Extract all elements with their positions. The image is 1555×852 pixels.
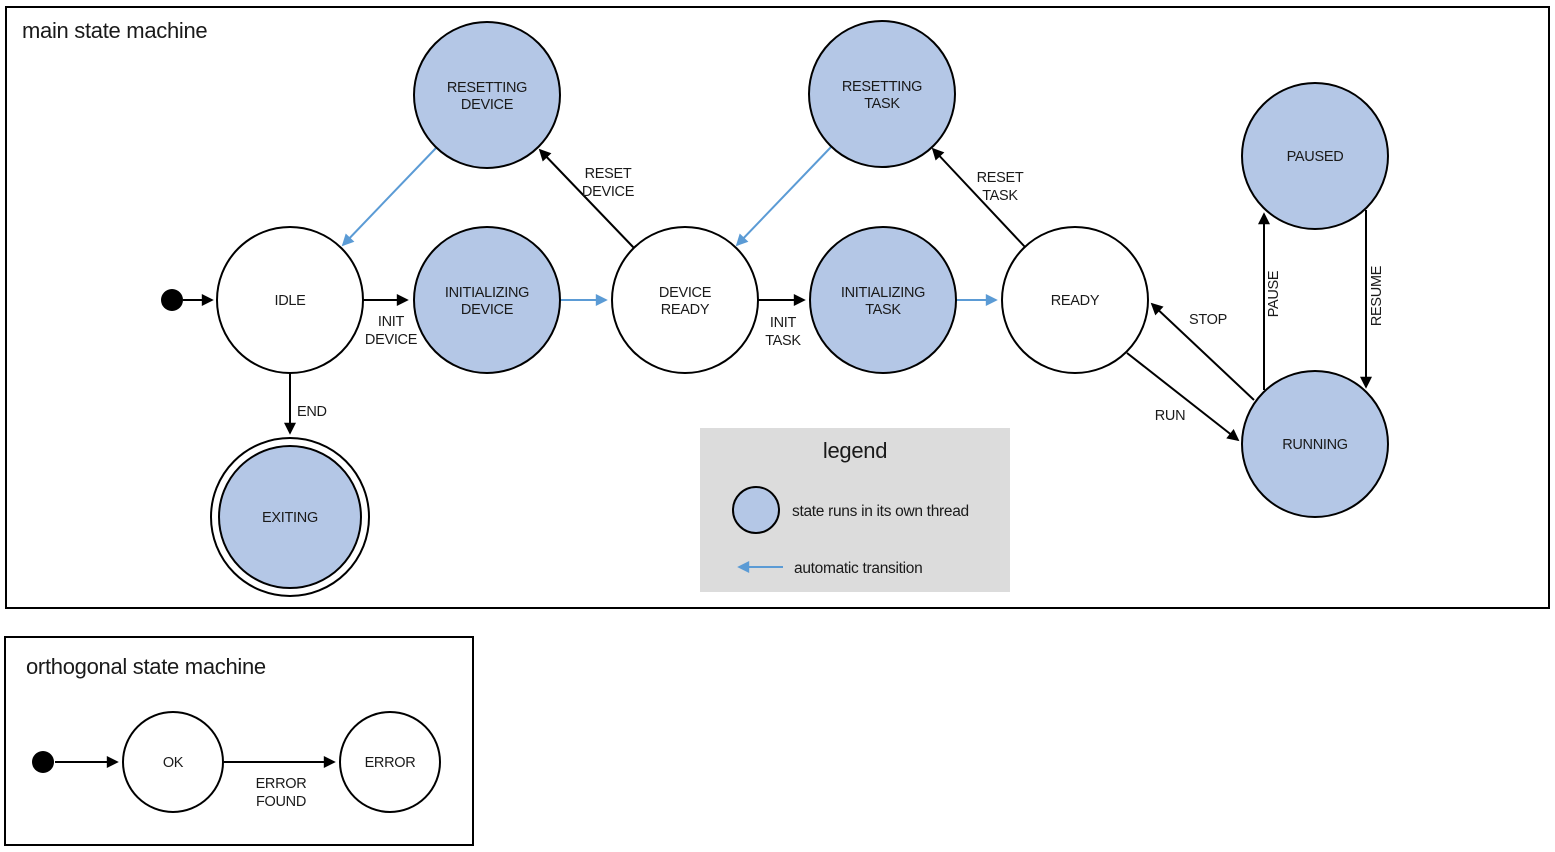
- edge-label-init-task-line1: INIT: [770, 315, 797, 331]
- legend-automatic-label: automatic transition: [794, 560, 922, 577]
- state-label: DEVICE: [659, 285, 712, 301]
- initial-state-dot: [161, 289, 183, 311]
- state-label: RESETTING: [447, 80, 527, 96]
- state-label: RESETTING: [842, 79, 922, 95]
- edge-label-stop: STOP: [1189, 312, 1227, 328]
- state-label: EXITING: [262, 510, 318, 526]
- state-ready: READY: [1001, 226, 1149, 374]
- state-circle: [808, 20, 956, 168]
- state-label: DEVICE: [461, 97, 514, 113]
- edge-label-pause: PAUSE: [1266, 270, 1282, 317]
- state-circle: [413, 21, 561, 169]
- state-circle: [1241, 82, 1389, 230]
- legend: legend state runs in its own thread auto…: [700, 428, 1010, 592]
- edge-resetting-task-to-device-ready-auto: [735, 146, 832, 247]
- edge-running-to-ready: [1150, 302, 1255, 401]
- state-circle: [339, 711, 441, 813]
- state-label: PAUSED: [1287, 149, 1344, 165]
- edge-ready-to-running: [1126, 352, 1240, 442]
- edge-label-resume: RESUME: [1369, 265, 1385, 326]
- state-label: RUNNING: [1282, 437, 1348, 453]
- state-circle: [1241, 370, 1389, 518]
- edge-label-error-found-line1: ERROR: [256, 776, 307, 792]
- state-circle: [413, 226, 561, 374]
- edge-label-error-found-line2: FOUND: [256, 794, 306, 810]
- edge-label-init-device-line2: DEVICE: [365, 332, 418, 348]
- main-state-machine-panel: main state machine INIT DEVICE RESET DEV…: [5, 6, 1550, 609]
- state-circle: [216, 226, 364, 374]
- state-label: IDLE: [274, 293, 306, 309]
- legend-threaded-state-icon: [732, 486, 780, 534]
- state-label: OK: [163, 755, 184, 771]
- state-exiting-final: EXITING: [210, 437, 370, 597]
- state-label: INITIALIZING: [445, 285, 529, 301]
- edge-label-reset-task-line1: RESET: [977, 170, 1024, 186]
- state-label: READY: [1051, 293, 1100, 309]
- orthogonal-panel-title: orthogonal state machine: [26, 654, 266, 679]
- state-circle: [122, 711, 224, 813]
- edge-label-end: END: [297, 404, 327, 420]
- state-label: INITIALIZING: [841, 285, 925, 301]
- state-label: READY: [661, 302, 710, 318]
- edge-label-init-task-line2: TASK: [765, 333, 801, 349]
- edge-label-reset-device-line2: DEVICE: [582, 184, 635, 200]
- state-label: TASK: [864, 96, 900, 112]
- edge-label-reset-task-line2: TASK: [982, 188, 1018, 204]
- state-circle: [1001, 226, 1149, 374]
- state-resetting-device: RESETTING DEVICE: [413, 21, 561, 169]
- edge-ready-to-resetting-task: [931, 147, 1026, 248]
- state-paused: PAUSED: [1241, 82, 1389, 230]
- edge-label-run: RUN: [1155, 408, 1186, 424]
- final-state-inner-circle: [218, 445, 362, 589]
- edge-label-init-device-line1: INIT: [378, 314, 405, 330]
- state-resetting-task: RESETTING TASK: [808, 20, 956, 168]
- state-initializing-device: INITIALIZING DEVICE: [413, 226, 561, 374]
- main-transitions: INIT DEVICE RESET DEVICE INIT TASK RESET…: [161, 146, 1385, 442]
- edge-resetting-device-to-idle-auto: [341, 147, 437, 247]
- state-running: RUNNING: [1241, 370, 1389, 518]
- state-label: DEVICE: [461, 302, 514, 318]
- main-panel-title: main state machine: [22, 18, 207, 43]
- state-error: ERROR: [339, 711, 441, 813]
- legend-title: legend: [823, 438, 887, 463]
- edge-label-reset-device-line1: RESET: [585, 166, 632, 182]
- orthogonal-state-machine-panel: orthogonal state machine OK ERROR FOUND …: [4, 636, 474, 846]
- state-circle: [611, 226, 759, 374]
- state-idle: IDLE: [216, 226, 364, 374]
- state-initializing-task: INITIALIZING TASK: [809, 226, 957, 374]
- state-ok: OK: [122, 711, 224, 813]
- edge-device-ready-to-resetting-device: [538, 148, 635, 249]
- state-circle: [809, 226, 957, 374]
- legend-threaded-label: state runs in its own thread: [792, 503, 969, 520]
- initial-state-dot: [32, 751, 54, 773]
- state-label: ERROR: [365, 755, 416, 771]
- state-device-ready: DEVICE READY: [611, 226, 759, 374]
- state-label: TASK: [865, 302, 901, 318]
